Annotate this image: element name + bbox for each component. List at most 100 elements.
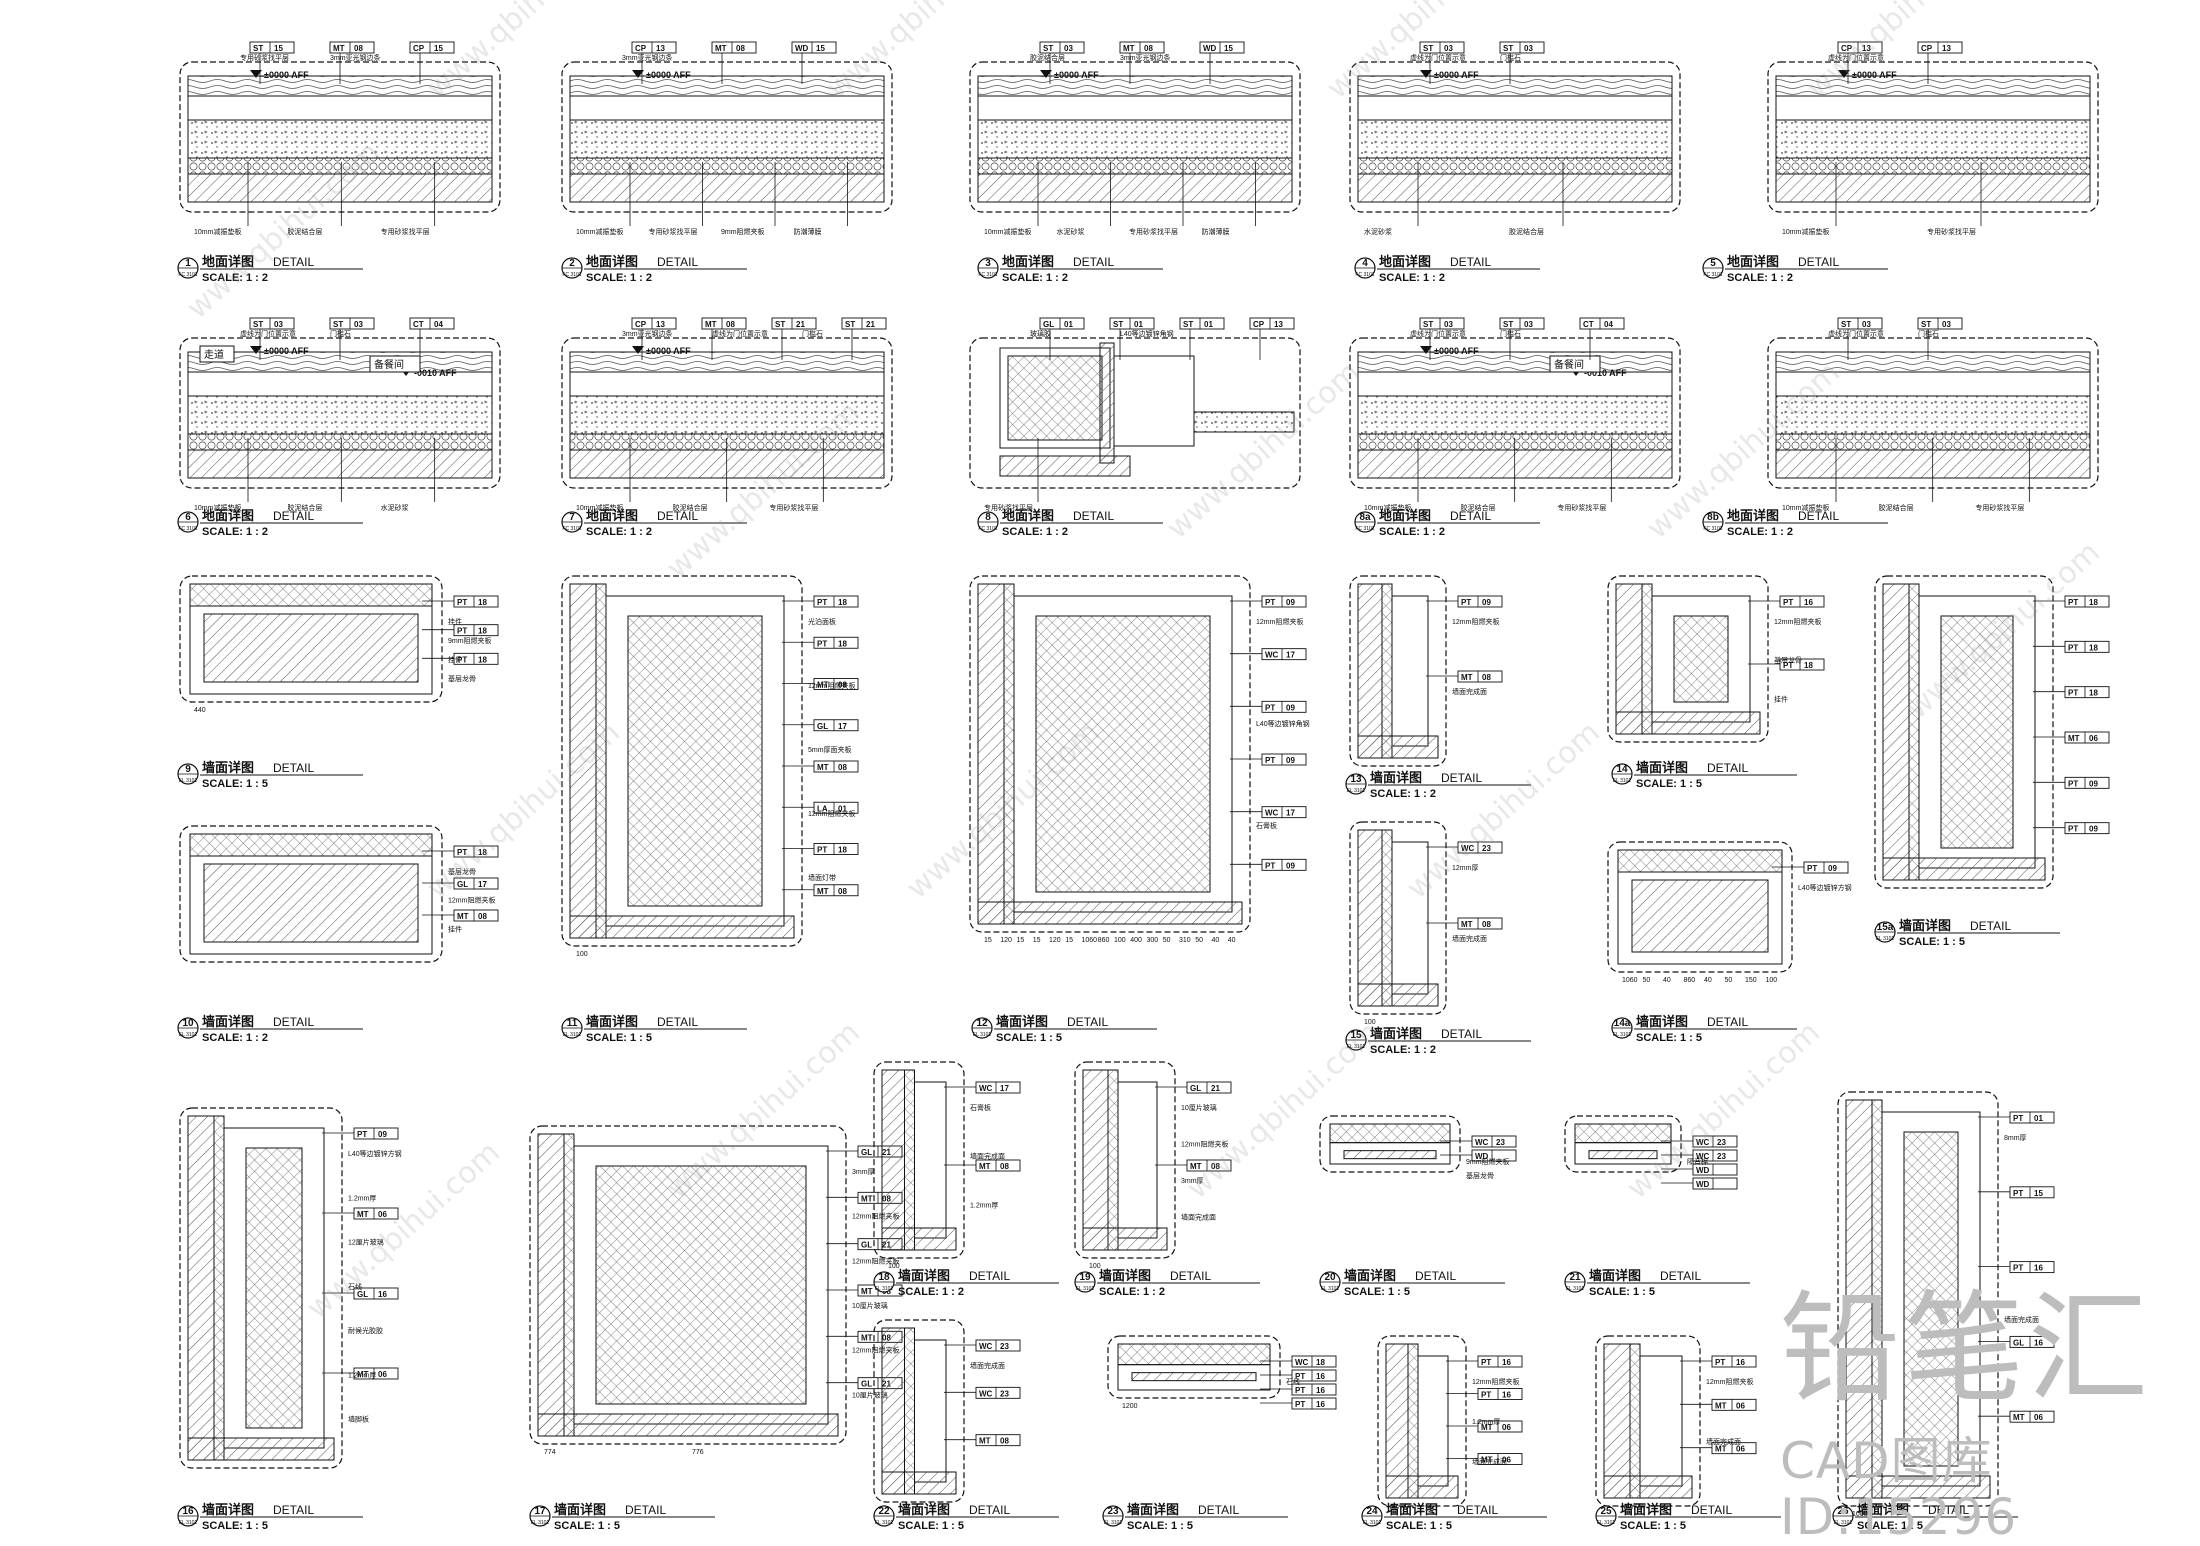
detail-title: 墙面详图: [1344, 1268, 1396, 1283]
note-bottom: 10mm减振垫板: [576, 503, 623, 512]
tag-number: 15: [2034, 1189, 2043, 1198]
note-text: 挂件: [1774, 694, 1788, 703]
tag-code: MT: [457, 912, 469, 921]
detail-scale: SCALE: 1 : 5: [202, 778, 268, 790]
tag-number: 01: [838, 804, 847, 813]
tag-code: ST: [253, 44, 263, 53]
gravel-layer: [1775, 157, 2091, 175]
tag-code: MT: [861, 1333, 873, 1342]
tag-box: [813, 719, 859, 732]
tag-code: MT: [1461, 673, 1473, 682]
tag-number: 03: [1524, 320, 1533, 329]
note-text: 12厘片玻璃: [348, 1238, 384, 1247]
cavity: [1391, 595, 1429, 747]
detail-scale: SCALE: 1 : 5: [1899, 936, 1965, 948]
detail-title: 地面详图: [202, 508, 254, 523]
note-top: 3mm亚光钢边条: [622, 329, 673, 338]
tag-code: CP: [413, 44, 425, 53]
wall-layer: [977, 583, 1005, 925]
note-text: 12mm厚: [1452, 864, 1478, 872]
detail-scale: SCALE: 1 : 5: [996, 1032, 1062, 1044]
detail-scale: SCALE: 1 : 2: [1002, 526, 1068, 538]
wall-layer: [1357, 829, 1383, 1007]
detail-title: 地面详图: [586, 254, 638, 269]
level-marker: [1420, 346, 1432, 354]
detail-frame: [561, 61, 893, 213]
note-text: 12mm阻燃夹板: [852, 1256, 899, 1265]
tag-code: CT: [413, 320, 424, 329]
base-layer: [1082, 1227, 1168, 1251]
board-layer: [904, 1327, 915, 1495]
tag-number: 13: [1862, 44, 1871, 53]
material-tag: PT 18: [2064, 686, 2110, 699]
note-text: 1.2mm厚: [348, 1371, 376, 1379]
tag-number: 03: [1862, 320, 1871, 329]
sheet-code: FC 3101: [1355, 272, 1374, 278]
wall-layer: [189, 583, 433, 607]
concrete-layer: [1775, 119, 2091, 159]
tag-number: 06: [2089, 734, 2098, 743]
tag-number: 13: [656, 44, 665, 53]
tag-number: 16: [2034, 1264, 2043, 1273]
tag-box: [1477, 1453, 1523, 1465]
tag-number: 08: [354, 44, 363, 53]
tag-code: WC: [1461, 844, 1475, 853]
sheet-code: FC 3101: [1703, 526, 1722, 532]
tag-number: 09: [1286, 756, 1295, 765]
tag-code: ST: [775, 320, 785, 329]
tag-code: WD: [1696, 1166, 1710, 1175]
tag-box: [353, 1287, 399, 1300]
note-text: 12mm阻燃夹板: [1452, 617, 1499, 626]
tag-code: GL: [1190, 1084, 1201, 1093]
tag-code: ST: [1113, 320, 1123, 329]
tag-number: 18: [2089, 689, 2098, 698]
tag-number: 06: [1502, 1456, 1511, 1465]
slab: [999, 455, 1131, 477]
tag-box: [2009, 1111, 2055, 1124]
detail-number: 4: [1362, 258, 1368, 269]
tag-box: [1779, 658, 1825, 671]
detail-word: DETAIL: [1170, 1269, 1211, 1283]
tag-number: 16: [1316, 1372, 1325, 1381]
wall-layer: [1357, 583, 1383, 759]
note-top: 虚线为门位置示意: [1410, 329, 1466, 338]
detail-word: DETAIL: [1415, 1269, 1456, 1283]
wall-layer: [1385, 1343, 1409, 1499]
level-marker: [1420, 70, 1432, 78]
note-text: L40等边镀锌方钢: [348, 1149, 402, 1158]
tag-box: [975, 1434, 1021, 1447]
gravel-layer: [187, 157, 493, 175]
tag-code: ST: [253, 320, 263, 329]
tag-code: WC: [1696, 1152, 1710, 1161]
tag-number: 23: [1717, 1152, 1726, 1161]
watermark-cad-id: CAD图库ID:15296: [1780, 1432, 2018, 1546]
tag-code: PT: [1295, 1400, 1305, 1409]
tag-code: PT: [2068, 689, 2078, 698]
board-layer: [904, 1069, 915, 1251]
detail-word: DETAIL: [273, 761, 314, 775]
tag-code: MT: [817, 763, 829, 772]
note-top: L40等边镀锌角钢: [1120, 329, 1174, 338]
